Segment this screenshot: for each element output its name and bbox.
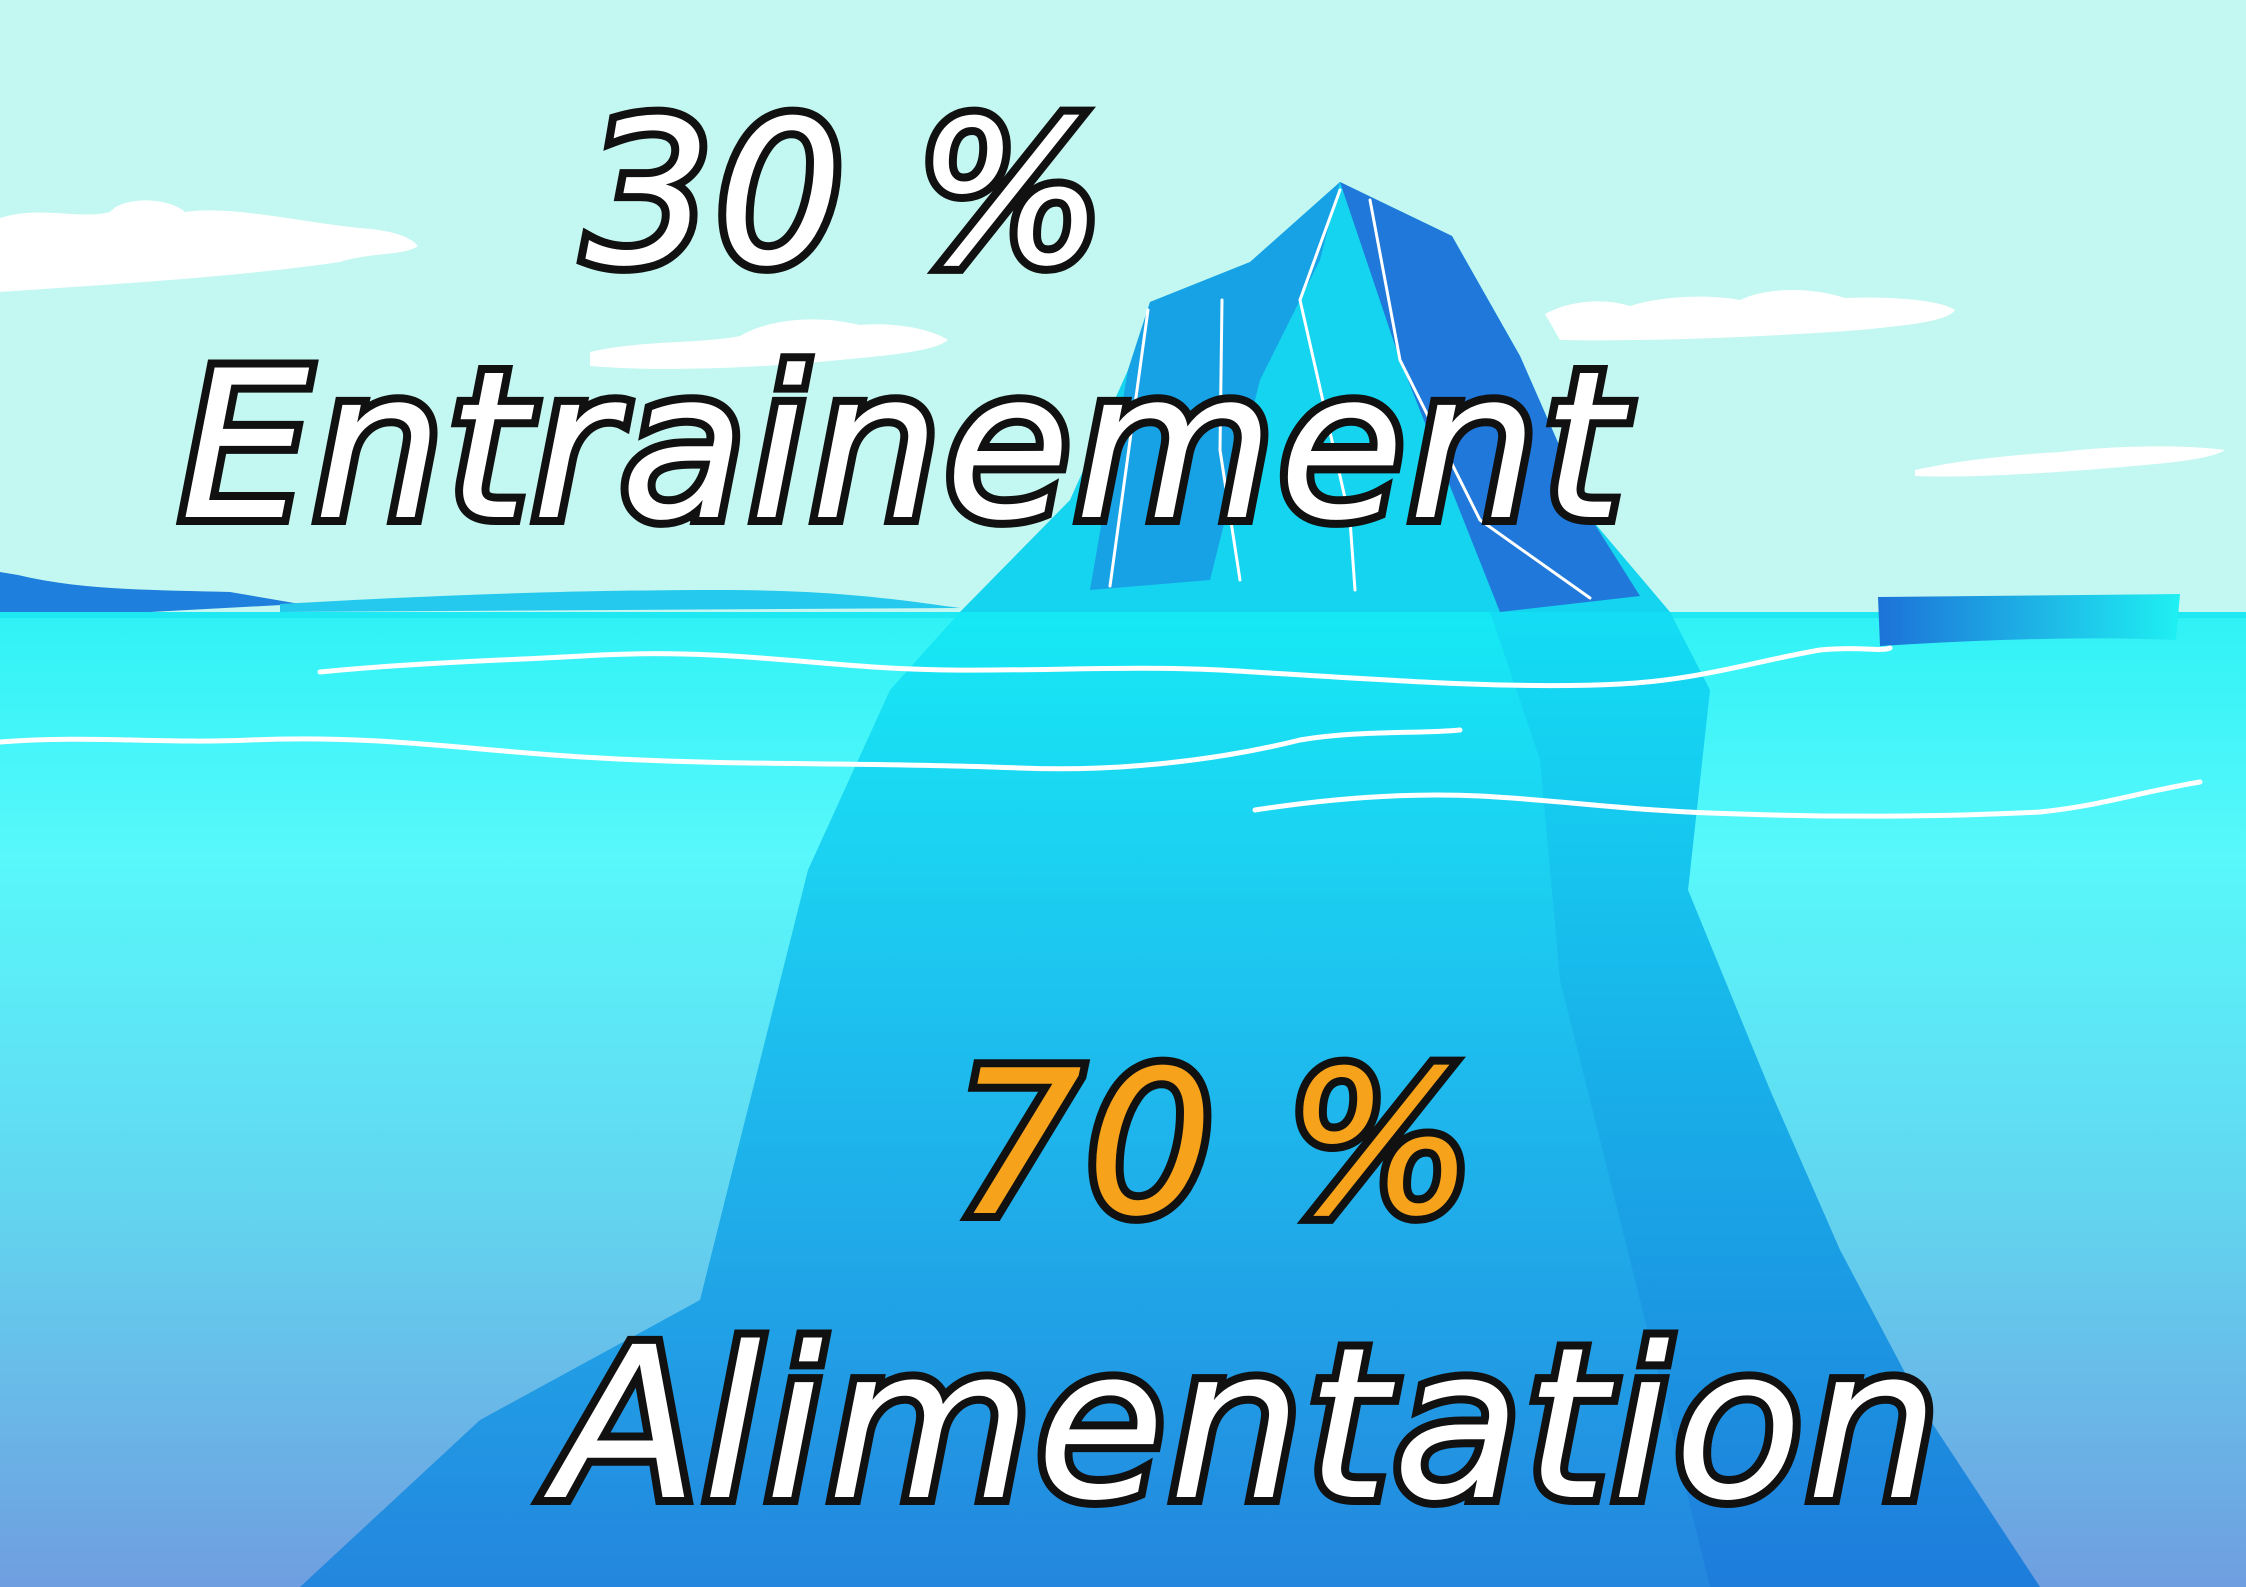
top-label: Entrainement (172, 328, 1631, 566)
cloud-right-lower (1915, 446, 2225, 477)
distant-shore-light (280, 590, 960, 612)
cloud-right-upper (1545, 290, 1955, 341)
iceberg-tip-shade-left (1090, 182, 1340, 590)
iceberg-highlights (1108, 188, 1592, 600)
cloud-middle (590, 319, 948, 369)
iceberg-underwater-shade (1490, 612, 2040, 1587)
water-ripples (0, 645, 2203, 819)
bottom-percentage: 70 % (947, 1028, 1483, 1261)
distant-shore (0, 572, 300, 620)
bottom-label: Alimentation (547, 1302, 1947, 1547)
ice-floe (1878, 594, 2180, 646)
cloud-left (0, 200, 418, 292)
iceberg-tip-shadow (1340, 182, 1640, 612)
top-percentage: 30 % (577, 78, 1113, 311)
